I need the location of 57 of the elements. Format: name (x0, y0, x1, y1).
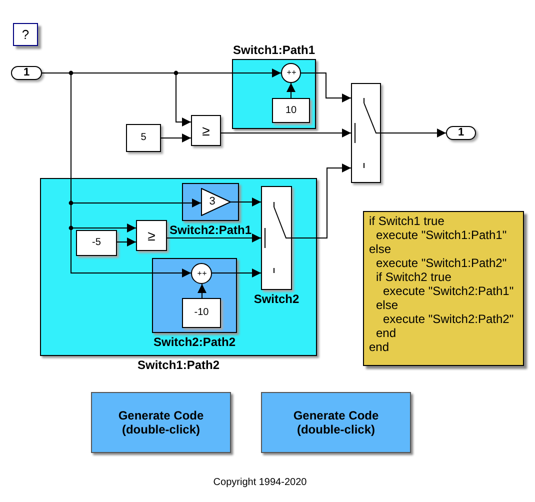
generate-code-button (261, 392, 411, 453)
block-text: 5 (140, 132, 146, 144)
signal-line (160, 134, 192, 142)
copyright-note: Copyright 1994-2020 (212, 477, 308, 488)
sum-block (281, 63, 301, 83)
signal-line (380, 128, 446, 138)
gain-block (201, 188, 231, 216)
block-text: Generate Code (double-click) (117, 408, 205, 437)
block-text: 1 (23, 66, 30, 80)
block-text: + + (286, 68, 296, 78)
code-line: end (376, 326, 396, 340)
code-line: else (376, 298, 398, 312)
code-line: execute "Switch1:Path1" (376, 228, 507, 242)
block-text: + + (197, 268, 206, 278)
annotation-box (363, 211, 524, 366)
port-block (446, 126, 476, 140)
code-line: if Switch2 true (376, 270, 452, 284)
constant-block (272, 98, 310, 123)
switch-block (351, 83, 381, 183)
signal-line (300, 72, 352, 102)
block-label: Switch1:Path2 (137, 358, 220, 372)
port-block (11, 66, 42, 80)
block-label: Switch2:Path2 (153, 335, 236, 349)
block-text: -5 (92, 237, 101, 249)
code-line: end (369, 340, 390, 354)
generate-code-button (91, 392, 231, 453)
compare-block (136, 220, 167, 251)
signal-line (166, 234, 262, 242)
signal-line (198, 284, 206, 298)
signal-line (230, 198, 262, 206)
block-text: 10 (285, 104, 297, 116)
signal-line (292, 164, 352, 238)
block-label: Switch2 (254, 292, 300, 306)
sum-block (191, 263, 212, 284)
code-line: if Switch1 true (369, 214, 444, 228)
block-text: ≥ (148, 227, 156, 244)
constant-block (76, 230, 117, 256)
block-text: 3 (209, 195, 216, 209)
constant-block (126, 124, 161, 152)
block-text: -10 (194, 307, 209, 319)
code-line: execute "Switch1:Path2" (376, 256, 507, 270)
block-label: Switch1:Path1 (232, 43, 316, 57)
code-line: execute "Switch2:Path1" (383, 284, 514, 298)
code-line: execute "Switch2:Path2" (383, 312, 514, 326)
block-text: 1 (458, 126, 464, 140)
signal-line (116, 238, 136, 246)
signal-line (212, 268, 262, 278)
constant-block (182, 298, 221, 328)
signal-line (220, 128, 352, 138)
code-line: else (369, 242, 392, 256)
block-text: Generate Code (double-click) (292, 408, 380, 437)
block-text: ≥ (202, 122, 210, 139)
block-label: Switch2:Path1 (169, 223, 252, 237)
block-text: ? (22, 26, 30, 42)
compare-block (191, 115, 221, 146)
signal-line (286, 82, 296, 98)
help-box (13, 23, 38, 46)
